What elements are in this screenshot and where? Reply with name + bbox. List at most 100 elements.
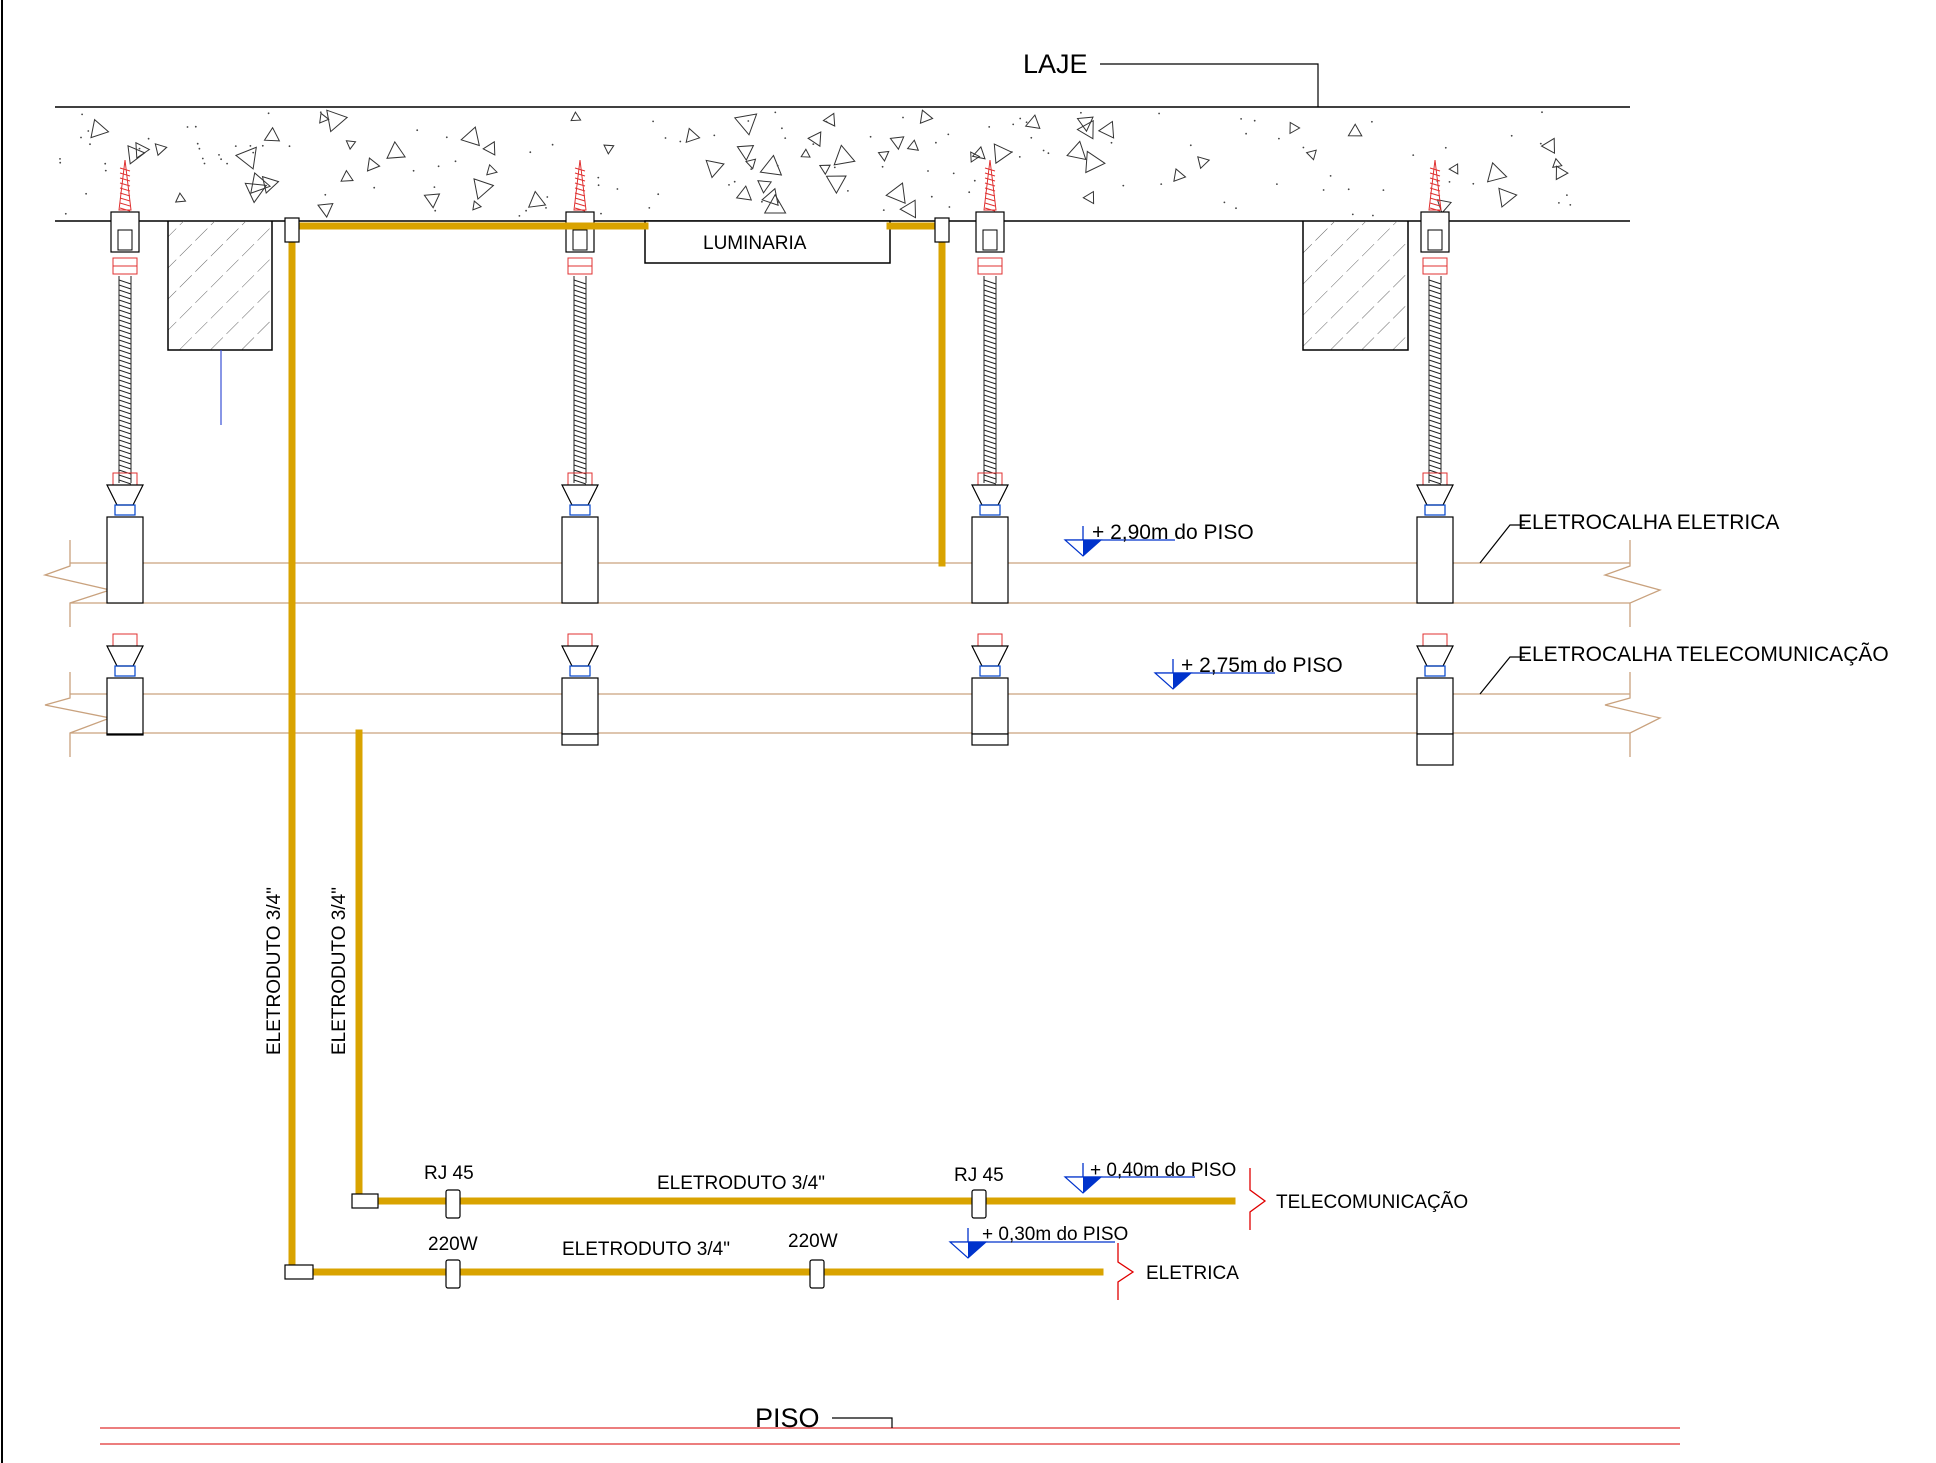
220w-box-left: [445, 1259, 461, 1289]
rj45-box-left: [445, 1189, 461, 1219]
aggregate-dot: [652, 120, 654, 123]
level-markers: [948, 526, 1275, 1259]
aggregate-stone: [234, 146, 257, 170]
aggregate-dot: [1444, 146, 1447, 149]
eletrocalha-telecom-label: ELETROCALHA TELECOMUNICAÇÃO: [1518, 642, 1889, 666]
conduit-lum-right: [886, 222, 946, 567]
aggregate-dot: [138, 147, 141, 150]
aggregate-stone: [735, 185, 753, 201]
aggregate-dot: [600, 212, 602, 215]
aggregate-dot: [1541, 111, 1543, 114]
slab: [55, 106, 1630, 222]
aggregate-stone: [174, 192, 187, 203]
hanger-clamp: [1420, 211, 1450, 253]
rj45-right-label: RJ 45: [954, 1165, 1004, 1186]
aggregate-dot: [679, 140, 682, 143]
rj45-box-right: [971, 1189, 987, 1219]
aggregate-dot: [81, 113, 83, 116]
aggregate-stone: [993, 143, 1013, 165]
aggregate-dot: [546, 196, 549, 198]
aggregate-dot: [454, 160, 457, 163]
aggregate-stone: [1085, 150, 1106, 174]
aggregate-dot: [1042, 149, 1045, 152]
aggregate-dot: [252, 151, 255, 154]
aggregate-dot: [434, 209, 437, 212]
aggregate-dot: [147, 137, 150, 140]
aggregate-dot: [833, 166, 836, 169]
aggregate-dot: [784, 137, 787, 140]
aggregate-dot: [927, 170, 929, 172]
aggregate-dot: [85, 192, 87, 195]
aggregate-dot: [1566, 194, 1568, 197]
aggregate-dot: [1160, 183, 1163, 186]
aggregate-dot: [80, 136, 82, 139]
hanger-nut: [1422, 257, 1448, 275]
aggregate-dot: [87, 130, 90, 132]
aggregate-stone: [889, 136, 905, 151]
aggregate-stone: [685, 127, 701, 144]
aggregate-dot: [1371, 120, 1373, 123]
aggregate-stone: [326, 109, 349, 133]
aggregate-dot: [89, 143, 91, 146]
aggregate-dot: [1011, 151, 1013, 153]
aggregate-stone: [822, 112, 836, 127]
aggregate-stone: [1305, 149, 1317, 161]
level-275-label: + 2,75m do PISO: [1181, 654, 1343, 677]
aggregate-stone: [1082, 190, 1095, 205]
aggregate-dot: [220, 158, 223, 161]
aggregate-dot: [201, 157, 204, 160]
hangers: [106, 159, 1454, 766]
aggregate-dot: [750, 168, 753, 171]
tray-support: [106, 472, 144, 604]
aggregate-dot: [196, 142, 199, 145]
aggregate-dot: [445, 136, 448, 139]
aggregate-dot: [437, 165, 440, 168]
hanger-clamp: [975, 211, 1005, 253]
aggregate-stone: [1498, 187, 1518, 208]
aggregate-stone: [1066, 140, 1087, 161]
aggregate-stone: [818, 164, 831, 176]
aggregate-dot: [1302, 146, 1305, 149]
aggregate-dot: [324, 193, 327, 196]
aggregate-dot: [947, 133, 950, 136]
hanger-clamp-inner: [117, 229, 133, 251]
aggregate-stone: [250, 172, 272, 194]
aggregate-stone: [1552, 157, 1563, 168]
aggregate-stone: [345, 140, 357, 151]
aggregate-stone: [366, 157, 381, 172]
aggregate-dot: [1276, 183, 1278, 186]
aggregate-stone: [527, 190, 547, 208]
piso-label: PISO: [755, 1403, 820, 1433]
level-290-label: + 2,90m do PISO: [1092, 521, 1254, 544]
aggregate-stone: [1076, 116, 1094, 133]
aggregate-dot: [733, 180, 736, 183]
aggregate-dot: [1539, 142, 1542, 145]
aggregate-dot: [902, 116, 904, 119]
aggregate-stone: [317, 203, 334, 219]
aggregate-stone: [906, 139, 920, 151]
aggregate-dot: [968, 191, 971, 194]
tray-eletrica: [70, 562, 1630, 604]
level-marker: [1153, 659, 1275, 690]
tray-support: [561, 633, 599, 735]
conduit-fittings: [284, 217, 950, 1280]
aggregate-dot: [776, 164, 779, 167]
aggregate-dot: [59, 158, 61, 160]
aggregate-dot: [973, 179, 976, 182]
aggregate-stone: [486, 163, 498, 176]
level-040-label: + 0,40m do PISO: [1090, 1160, 1236, 1181]
aggregate-dot: [1253, 119, 1256, 122]
hanger-clamp-inner: [982, 229, 998, 251]
aggregate-dot: [1018, 156, 1021, 158]
tray-support: [106, 633, 144, 735]
aggregate-dot: [59, 161, 62, 164]
aggregate-dot: [1080, 111, 1082, 114]
aggregate-dot: [1012, 123, 1015, 126]
aggregate-dot: [198, 147, 201, 150]
aggregate-dot: [249, 145, 252, 147]
aggregate-stone: [705, 159, 725, 179]
aggregate-dot: [551, 143, 554, 146]
aggregate-dot: [1382, 189, 1385, 192]
aggregate-dot: [952, 172, 955, 175]
